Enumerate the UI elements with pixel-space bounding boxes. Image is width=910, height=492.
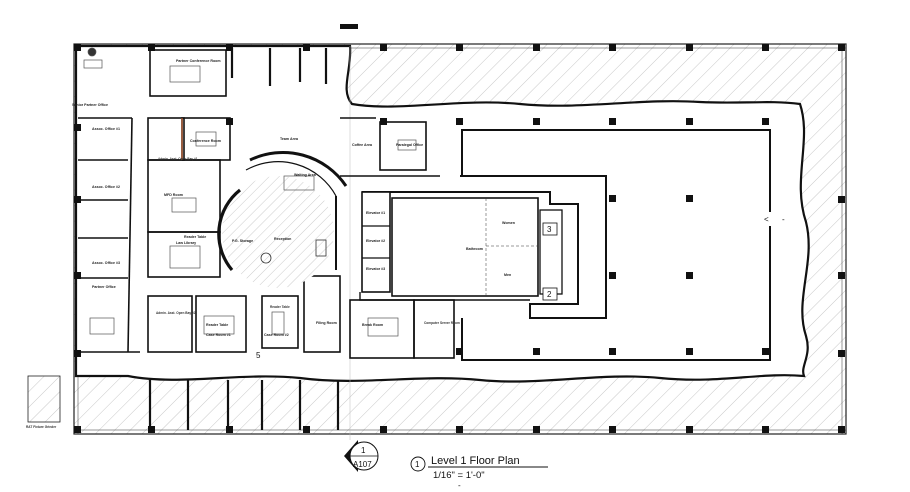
furniture xyxy=(83,47,417,337)
section-sheet: A107 xyxy=(353,460,372,469)
label-filing-room: Filing Room xyxy=(316,321,337,325)
stair-markers: 3 2 5 xyxy=(256,222,558,360)
window-mullions xyxy=(148,48,340,430)
label-case-room-2: Case Room #2 xyxy=(264,333,289,337)
label-reader-table-1: Reader Table xyxy=(184,235,206,239)
label-elevator-1: Elevator #1 xyxy=(366,211,385,215)
stair-3: 3 xyxy=(547,225,552,234)
label-waiting-area: Waiting Area xyxy=(294,173,317,177)
label-reader-table-2: Reader Table xyxy=(206,323,228,327)
stair-2: 2 xyxy=(547,290,552,299)
label-coffee-area: Coffee Area xyxy=(352,143,373,147)
svg-text:<: < xyxy=(764,215,769,224)
label-conference-room: Conference Room xyxy=(190,139,221,143)
label-bathroom: Bathroom xyxy=(466,247,483,251)
section-number: 1 xyxy=(361,446,366,455)
svg-text:-: - xyxy=(458,481,461,490)
room-labels: Senior Partner Office Assoc. Office #1 A… xyxy=(72,59,515,337)
north-marker-bar xyxy=(340,24,358,29)
label-partner-conference-room: Partner Conference Room xyxy=(176,59,221,63)
label-senior-partner-office: Senior Partner Office xyxy=(72,103,108,107)
drawing-title-block: 1 Level 1 Floor Plan 1/16" = 1'-0" - xyxy=(410,455,548,490)
drawing-scale: 1/16" = 1'-0" xyxy=(433,470,485,481)
label-case-room-1: Case Room #1 xyxy=(206,333,231,337)
label-law-library: Law Library xyxy=(176,241,196,245)
label-computer-server-room: Computer Server Room xyxy=(424,321,460,325)
label-break-room: Break Room xyxy=(362,323,383,327)
svg-text:-: - xyxy=(782,215,785,224)
label-team-area: Team Area xyxy=(280,137,299,141)
label-elevator-2: Elevator #2 xyxy=(366,239,385,243)
reception-rotunda xyxy=(217,151,348,288)
label-reader-table-3: Reader Table xyxy=(270,305,290,309)
label-women: Women xyxy=(502,221,515,225)
stair-5: 5 xyxy=(256,351,261,360)
structural-columns xyxy=(74,44,845,433)
east-opening-marker: < - xyxy=(760,212,796,226)
label-admin-asst-bay-2: Admin. Asst. Open Bay #2 xyxy=(156,311,196,315)
label-mfd-room: MFD Room xyxy=(164,193,183,197)
open-space-walls xyxy=(461,129,771,361)
label-reception: Reception xyxy=(274,237,291,241)
label-pg-storage: P.G. Storage xyxy=(232,239,253,243)
label-assoc-office-1: Assoc. Office #1 xyxy=(92,127,120,131)
label-men: Men xyxy=(504,273,511,277)
side-box-label: RAT Fixture Grinder xyxy=(26,425,57,429)
label-admin-asst-bay-1: Admin. Asst. Open Bay #1 xyxy=(158,157,198,161)
label-paralegal-office: Paralegal Office xyxy=(396,143,423,147)
drawing-title: Level 1 Floor Plan xyxy=(431,455,520,467)
office-wing-walls xyxy=(78,49,455,359)
view-number: 1 xyxy=(415,460,420,469)
label-partner-office: Partner Office xyxy=(92,285,116,289)
label-elevator-3: Elevator #3 xyxy=(366,267,385,271)
side-detail-box: RAT Fixture Grinder xyxy=(26,375,61,429)
label-assoc-office-3: Assoc. Office #3 xyxy=(92,261,120,265)
section-marker: 1 A107 xyxy=(344,440,379,472)
label-assoc-office-2: Assoc. Office #2 xyxy=(92,185,120,189)
